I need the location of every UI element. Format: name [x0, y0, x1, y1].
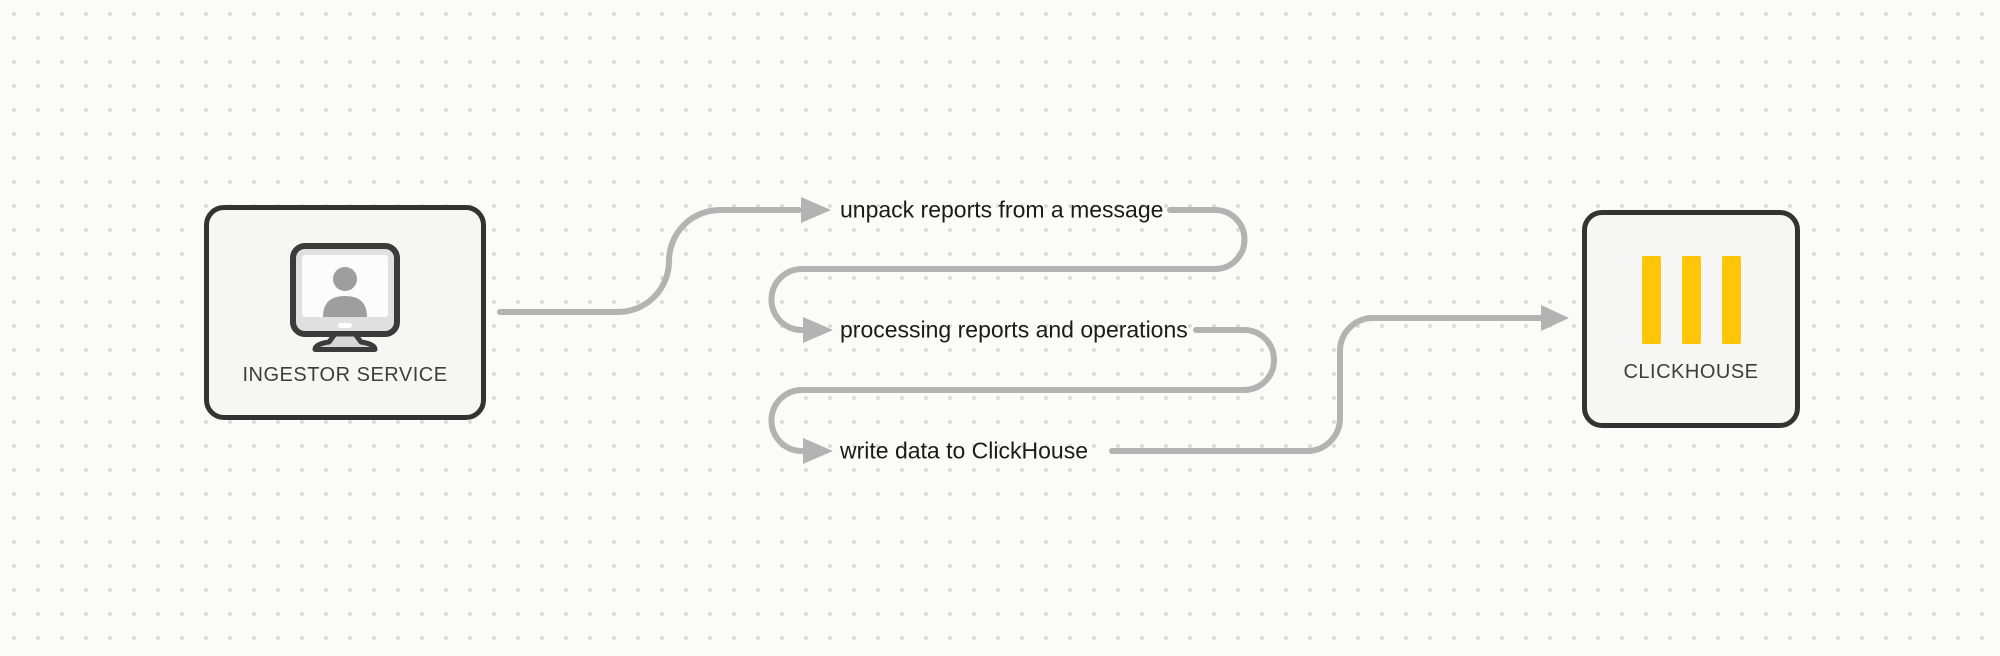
arrowhead-clickhouse-icon	[1541, 305, 1569, 331]
step-label-processing-reports: processing reports and operations	[840, 316, 1188, 343]
arrowhead-step2-icon	[803, 317, 833, 343]
clickhouse-logo-bar	[1681, 256, 1701, 344]
ingestor-service-label: INGESTOR SERVICE	[242, 363, 448, 386]
clickhouse-logo-icon	[1641, 256, 1741, 344]
clickhouse-logo-bar	[1721, 256, 1741, 344]
node-clickhouse: CLICKHOUSE	[1582, 210, 1800, 428]
connector-ingestor-to-step1	[497, 207, 802, 315]
clickhouse-label: CLICKHOUSE	[1623, 361, 1759, 383]
monitor-user-icon	[290, 242, 400, 352]
node-ingestor-service: INGESTOR SERVICE	[204, 205, 486, 420]
connector-step1-to-step2	[768, 207, 1248, 333]
connector-step2-to-step3	[768, 327, 1277, 454]
step-label-write-data: write data to ClickHouse	[840, 437, 1088, 464]
arrowhead-step3-icon	[803, 438, 833, 464]
clickhouse-logo-bar	[1641, 256, 1661, 344]
arrowhead-step1-icon	[801, 197, 831, 223]
connector-step3-to-clickhouse	[1109, 315, 1543, 454]
step-label-unpack-reports: unpack reports from a message	[840, 196, 1164, 223]
